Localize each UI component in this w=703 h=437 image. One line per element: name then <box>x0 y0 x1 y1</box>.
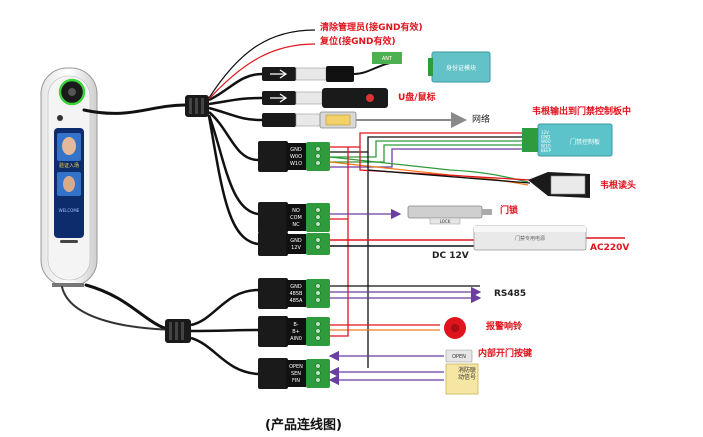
button-wires <box>328 350 444 386</box>
pin-label: AIN0 <box>290 336 302 342</box>
pin-label: COM <box>290 215 302 221</box>
label-usb: U盘/鼠标 <box>398 93 436 103</box>
door-lock-device: LOCK <box>407 205 492 225</box>
rs485-wires <box>330 285 482 304</box>
usb-plug-udisk <box>262 88 388 108</box>
label-dc12v: DC 12V <box>432 251 469 261</box>
pin-label: 485B <box>290 291 304 297</box>
pin-label: W0O <box>290 154 302 160</box>
pin-label: GND <box>290 147 302 153</box>
screen-welcome-text: 验证入场 <box>59 162 79 169</box>
board-pin-label: 12V <box>541 130 549 135</box>
pin-label: GND <box>290 284 302 290</box>
open-button-device: OPEN <box>445 349 473 363</box>
label-fire-signal: 消防联动信号 <box>458 367 477 382</box>
label-wiegand-reader: 韦根读头 <box>600 181 637 191</box>
pin-label: 485A <box>290 298 304 304</box>
id-card-module: ANT 身份证模块 <box>372 51 491 83</box>
access-board-label: 门禁控制板 <box>570 138 600 146</box>
top-fanout-cables <box>207 72 263 246</box>
board-pin-label: GND <box>541 135 550 140</box>
wiegand-reader-device <box>528 172 590 198</box>
cable-splitter-bottom <box>165 319 191 343</box>
pin-label: B+ <box>292 329 300 335</box>
label-inner-button: 内部开门按键 <box>478 349 533 359</box>
fire-signal-box <box>445 363 479 395</box>
pin-label: OPEN <box>289 364 303 370</box>
label-ac220v: AC220V <box>590 243 630 253</box>
power-wires <box>330 232 625 247</box>
alarm-wires <box>330 320 440 337</box>
id-module-ant-tag: ANT <box>382 56 393 62</box>
label-rs485: RS485 <box>494 289 527 299</box>
screen-brand-text: WELCOME <box>59 208 80 213</box>
label-alarm: 报警响铃 <box>486 322 523 332</box>
pin-label: B- <box>293 322 298 328</box>
alarm-bell-icon <box>444 317 466 339</box>
terminal-blocks: GNDW0OW1ONOCOMNCGND12VGND485B485AB-B+AIN… <box>258 141 330 389</box>
label-door-lock: 门锁 <box>500 206 519 216</box>
power-supply-box: 门禁专用电源 <box>473 225 587 251</box>
label-network: 网络 <box>472 115 491 125</box>
usb-plug-id <box>262 61 401 82</box>
pin-label: NC <box>292 222 300 228</box>
pin-label: SEN <box>291 371 301 377</box>
diagram-caption: (产品连线图) <box>265 418 342 433</box>
cable-splitter-top <box>185 95 209 117</box>
lock-tag: LOCK <box>440 219 451 224</box>
lock-wires <box>330 208 402 220</box>
pin-label: W1O <box>290 161 302 167</box>
pin-label: GND <box>290 238 302 244</box>
label-clear-admin: 清除管理员(接GND有效) <box>320 23 423 33</box>
bottom-fanout-cables <box>190 288 259 376</box>
power-box-label: 门禁专用电源 <box>515 235 545 242</box>
id-module-label: 身份证模块 <box>446 64 476 72</box>
pin-label: 12V <box>291 245 301 251</box>
label-reset: 复位(接GND有效) <box>320 37 396 47</box>
board-pin-label: W1O <box>541 144 551 149</box>
board-pin-label: BEEP <box>541 148 552 153</box>
rj45-plug <box>262 111 467 129</box>
pin-label: NO <box>292 208 300 214</box>
terminal-block-5: B-B+AIN0 <box>258 316 330 347</box>
face-terminal-device: 验证入场 WELCOME <box>40 67 98 287</box>
label-wiegand-out: 韦根输出到门禁控制板中 <box>532 107 632 117</box>
pin-label: FIN <box>292 378 300 384</box>
board-pin-label: W0O <box>541 139 551 144</box>
open-tag: OPEN <box>452 354 466 360</box>
wiegand-wires <box>329 132 531 368</box>
clear-reset-wires <box>208 29 316 100</box>
usb-drive-icon <box>322 88 388 108</box>
